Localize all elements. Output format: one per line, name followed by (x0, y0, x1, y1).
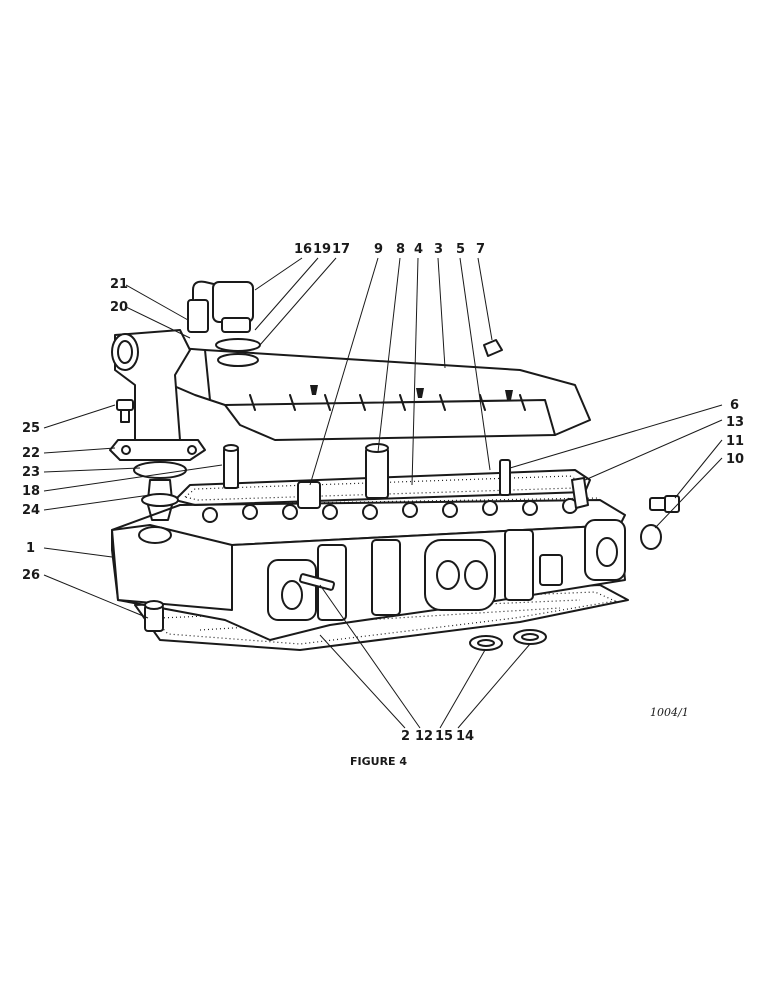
washer-14 (513, 629, 547, 645)
breather-assembly (187, 280, 261, 367)
callout-18: 18 (22, 484, 40, 499)
callout-25: 25 (22, 421, 40, 436)
water-outlet-elbow (109, 329, 206, 461)
callout-21: 21 (110, 277, 128, 292)
callout-22: 22 (22, 446, 40, 461)
reference-code: 1004/1 (650, 706, 689, 719)
callout-6: 6 (730, 398, 739, 413)
rocker-cover-gasket (174, 469, 591, 506)
callout-8: 8 (396, 242, 405, 257)
rocker-pedestal (297, 443, 389, 509)
bolt (116, 399, 134, 423)
leader-lines (43, 257, 723, 729)
callout-1: 1 (26, 541, 35, 556)
callout-14: 14 (456, 729, 474, 744)
callout-26: 26 (22, 568, 40, 583)
callout-4: 4 (414, 242, 423, 257)
callout-20: 20 (110, 300, 128, 315)
callout-17: 17 (332, 242, 350, 257)
figure-caption: FIGURE 4 (350, 755, 407, 768)
callout-9: 9 (374, 242, 383, 257)
callout-13: 13 (726, 415, 744, 430)
stud-12 (298, 573, 336, 591)
callout-2: 2 (401, 729, 410, 744)
callout-23: 23 (22, 465, 40, 480)
callout-3: 3 (434, 242, 443, 257)
washer-15 (469, 635, 503, 651)
callout-labels: 16 19 17 9 8 4 3 5 7 21 20 6 13 11 10 25… (22, 242, 744, 744)
sealing-ring (133, 461, 187, 479)
callout-7: 7 (476, 242, 485, 257)
callout-15: 15 (435, 729, 453, 744)
core-plug (144, 600, 164, 632)
callout-24: 24 (22, 503, 40, 518)
thermostat (141, 479, 179, 521)
valve-gear (179, 497, 601, 523)
callout-11: 11 (726, 434, 744, 449)
stud (223, 444, 239, 489)
cylinder-head (111, 497, 626, 641)
washer (640, 524, 662, 550)
callout-5: 5 (456, 242, 465, 257)
callout-19: 19 (313, 242, 331, 257)
callout-16: 16 (294, 242, 312, 257)
rocker-cover (139, 339, 591, 441)
banjo-bolt (649, 495, 680, 513)
callout-10: 10 (726, 452, 744, 467)
stud-13 (571, 477, 589, 509)
callout-12: 12 (415, 729, 433, 744)
stud-6 (499, 459, 511, 496)
